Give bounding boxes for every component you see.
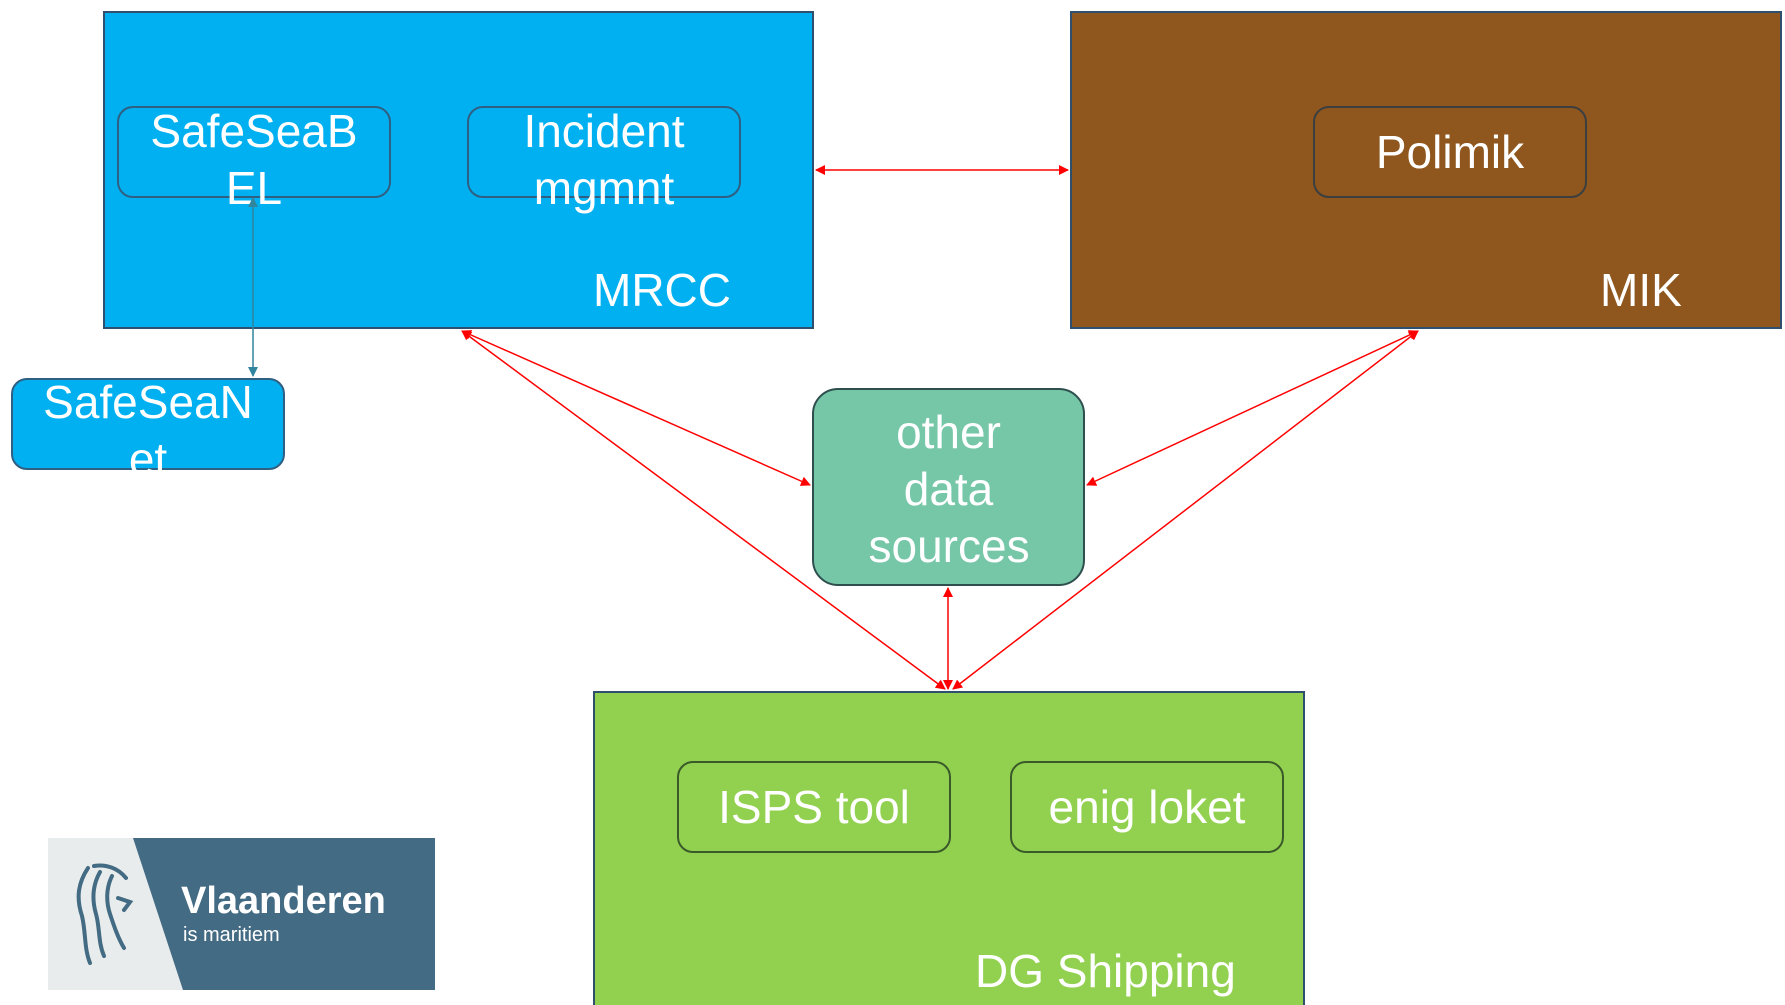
mik-label: MIK: [1600, 264, 1682, 316]
polimik-box: Polimik: [1313, 106, 1587, 198]
incident-mgmnt-label: Incident mgmnt: [523, 105, 685, 214]
incident-mgmnt-box: Incident mgmnt: [467, 105, 741, 214]
polimik-label: Polimik: [1375, 126, 1525, 178]
safeseabel-label: SafeSeaBEL: [150, 105, 358, 214]
vlaanderen-logo: Vlaanderen is maritiem: [48, 838, 435, 990]
mrcc-label: MRCC: [593, 264, 731, 316]
isps-tool-label: ISPS tool: [718, 781, 910, 833]
mik-block: Polimik MIK: [1070, 11, 1782, 329]
logo-tagline-text: is maritiem: [183, 924, 280, 946]
other-data-sources-label: other data sources: [868, 406, 1030, 572]
safeseanet-box: SafeSeaNet: [11, 376, 285, 485]
other-data-sources-box: other data sources: [812, 388, 1085, 586]
arrow-mrcc-other-sources: [461, 330, 811, 486]
dg-shipping-block: ISPS tool enig loket DG Shipping: [593, 691, 1305, 1005]
logo-brand-text: Vlaanderen: [181, 880, 386, 922]
enig-loket-box: enig loket: [1010, 761, 1284, 853]
flemish-lion-icon: [76, 863, 134, 965]
isps-tool-box: ISPS tool: [677, 761, 951, 853]
safeseabel-box: SafeSeaBEL: [117, 105, 391, 214]
enig-loket-label: enig loket: [1048, 781, 1246, 833]
mrcc-block: SafeSeaBEL Incident mgmnt MRCC: [103, 11, 814, 329]
safeseanet-label: SafeSeaNet: [43, 376, 253, 485]
arrow-mik-other-sources: [1086, 330, 1419, 486]
dg-shipping-label: DG Shipping: [975, 945, 1236, 997]
